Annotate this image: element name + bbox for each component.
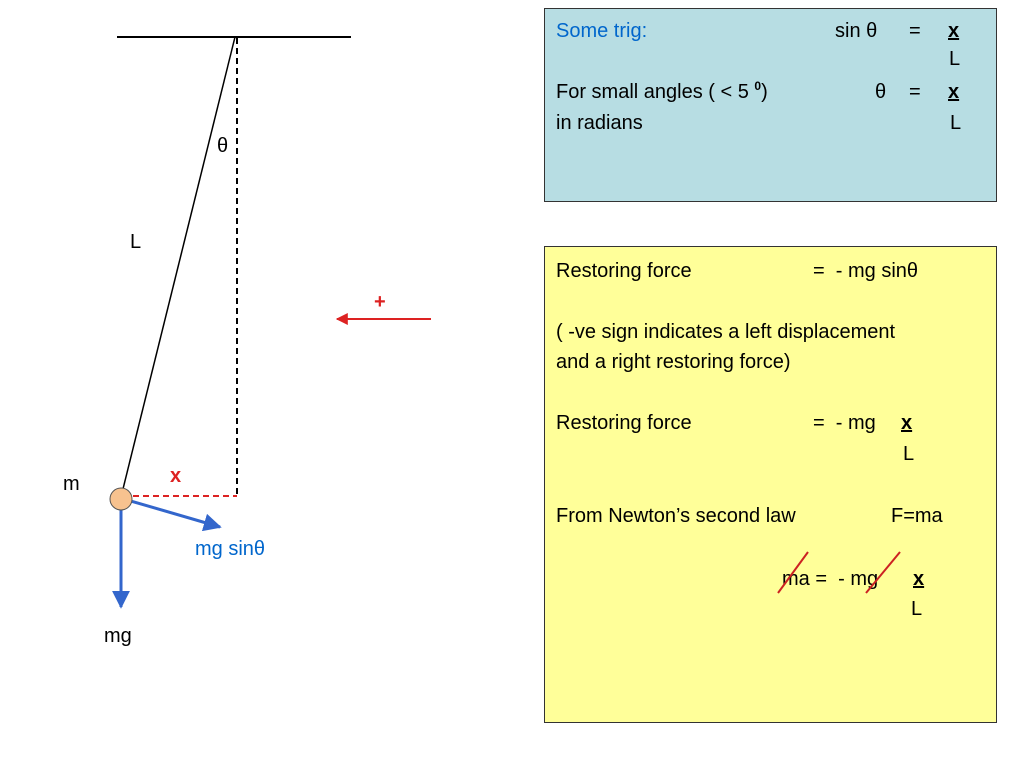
restoring-force-label-1: Restoring force bbox=[556, 260, 692, 282]
trig-box: Some trig: sin θ = x L For small angles … bbox=[544, 8, 997, 202]
restoring-force-value-2: = - mg bbox=[813, 412, 876, 434]
final-equation-lhs: ma = - mg bbox=[782, 568, 879, 590]
sign-note-line-2: and a right restoring force) bbox=[556, 351, 791, 373]
pendulum-string bbox=[120, 36, 236, 498]
fraction-2-denominator: L bbox=[950, 112, 962, 134]
tangential-force-label: mg sinθ bbox=[195, 538, 265, 560]
length-label: L bbox=[130, 231, 141, 253]
theta-label: θ bbox=[217, 135, 228, 157]
trig-heading: Some trig: bbox=[556, 20, 648, 42]
final-fraction-denominator: L bbox=[911, 598, 923, 620]
direction-sign: + bbox=[374, 291, 386, 313]
restoring-force-value-1: = - mg sinθ bbox=[813, 260, 919, 282]
newton-law-equation: F=ma bbox=[891, 505, 943, 527]
sign-note-line-1: ( -ve sign indicates a left displacement bbox=[556, 321, 896, 343]
displacement-label: x bbox=[170, 465, 181, 487]
restoring-force-box: Restoring force = - mg sinθ ( -ve sign i… bbox=[544, 246, 997, 723]
sin-theta-lhs: sin θ bbox=[835, 20, 878, 42]
theta-lhs: θ bbox=[875, 81, 887, 103]
restoring-force-label-2: Restoring force bbox=[556, 412, 692, 434]
force-fraction-numerator: x bbox=[901, 412, 913, 434]
fraction-1-numerator: x bbox=[948, 20, 960, 42]
equals-2: = bbox=[909, 81, 921, 103]
weight-label: mg bbox=[104, 625, 132, 647]
mass-label: m bbox=[63, 473, 80, 495]
fraction-2-numerator: x bbox=[948, 81, 960, 103]
final-fraction-numerator: x bbox=[913, 568, 925, 590]
cancel-strikes bbox=[777, 551, 901, 594]
fraction-1-denominator: L bbox=[949, 48, 961, 70]
tangential-force-arrow bbox=[123, 497, 222, 532]
force-fraction-denominator: L bbox=[903, 443, 915, 465]
radians-text: in radians bbox=[556, 112, 643, 134]
small-angle-text: For small angles ( < 5 0) bbox=[556, 79, 768, 103]
pendulum-bob bbox=[109, 487, 133, 511]
equals-1: = bbox=[909, 20, 921, 42]
newton-law-text: From Newton’s second law bbox=[556, 505, 796, 527]
